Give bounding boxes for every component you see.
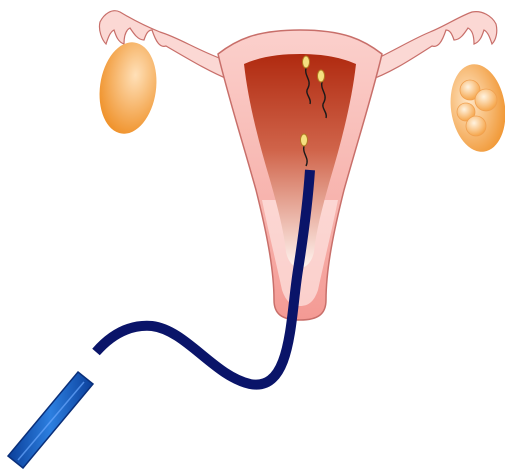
follicle [475, 89, 497, 111]
right-ovary [445, 61, 505, 156]
syringe [8, 372, 93, 468]
follicle [466, 116, 486, 136]
left-ovary [94, 39, 162, 138]
